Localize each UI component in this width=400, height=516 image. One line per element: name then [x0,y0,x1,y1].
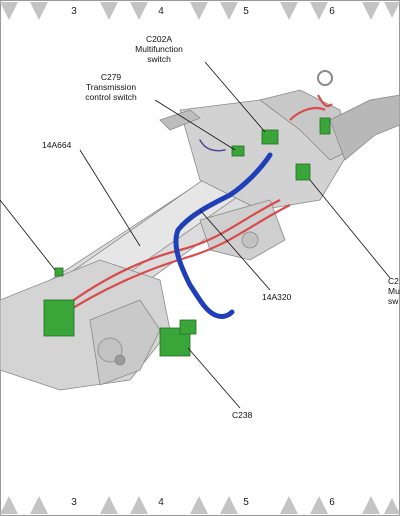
ruler-top-4: 4 [158,6,164,17]
label-14a320: 14A320 [262,292,292,302]
ruler-bottom-5: 5 [243,497,249,508]
connector-c279 [231,145,245,157]
label-c202a-name-2: switch [147,54,171,64]
bottom-ruler [0,496,400,514]
harness-blue [173,139,273,319]
label-right-partial: C2 Mu sw [388,276,400,306]
connector-right [295,163,311,181]
ring-part [317,70,333,86]
connectors [43,117,331,357]
label-c202a-name-1: Multifunction [135,44,183,54]
connector-upper-right [319,117,331,135]
label-c202a: C202A Multifunction switch [126,34,192,64]
top-ruler [0,2,400,20]
label-c279-name-1: Transmission [85,82,137,92]
label-right-id: C2 [388,276,399,286]
ruler-bottom-3: 3 [71,497,77,508]
ruler-bottom-6: 6 [329,497,335,508]
connector-c202a [261,129,279,145]
label-right-name-2: sw [388,296,399,306]
connector-lower-left [43,299,75,337]
label-14a664: 14A664 [42,140,72,150]
ruler-top-6: 6 [329,6,335,17]
label-c202a-id: C202A [146,34,172,44]
label-right-name-1: Mu [388,286,400,296]
connector-c238 [159,327,191,357]
ruler-top-3: 3 [71,6,77,17]
steering-column-body [0,89,400,391]
ruler-bottom-4: 4 [158,497,164,508]
label-c279-id: C279 [100,72,122,82]
ruler-top-5: 5 [243,6,249,17]
harness-red [59,94,333,316]
label-c279-name-2: control switch [85,92,137,102]
connector-c238-small [179,319,197,335]
leader-lines [0,61,391,409]
connector-left-small [54,267,64,277]
label-c279: C279 Transmission control switch [76,72,146,102]
label-c238: C238 [232,410,253,420]
